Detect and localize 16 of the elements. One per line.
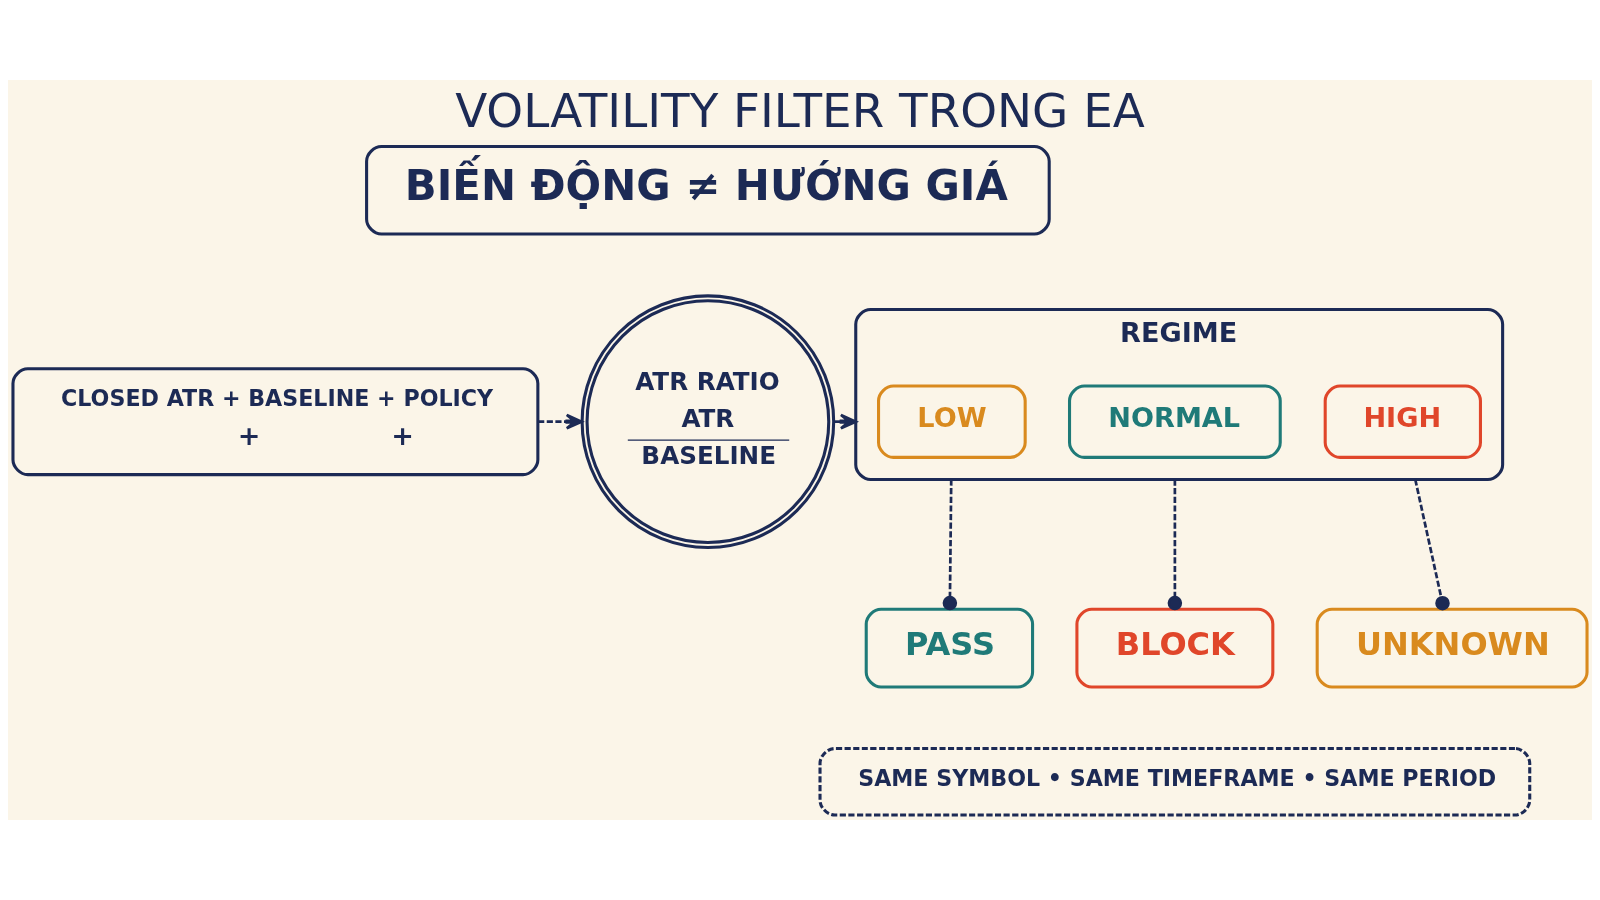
node-box: HIGH [1323, 384, 1482, 459]
node-circle: ATR RATIO ATR BASELINE [580, 294, 836, 549]
node-box: LOW [877, 384, 1027, 459]
node-box: NORMAL [1068, 384, 1282, 459]
node-box: UNKNOWN [1315, 607, 1589, 689]
connector [942, 479, 958, 611]
node-box: BLOCK [1075, 607, 1275, 689]
arrow [834, 413, 858, 430]
arrow [538, 413, 583, 430]
diagram-title: VOLATILITY FILTER TRONG EA [455, 84, 1145, 139]
connector [1167, 479, 1183, 611]
node-box: CLOSED ATR + BASELINE + POLICY + + [11, 367, 540, 477]
node-box: BIẾN ĐỘNG ≠ HƯỚNG GIÁ [365, 145, 1051, 236]
connector [1413, 479, 1450, 611]
node-box: SAME SYMBOL • SAME TIMEFRAME • SAME PERIOD [818, 747, 1532, 817]
node-box: PASS [864, 607, 1035, 689]
